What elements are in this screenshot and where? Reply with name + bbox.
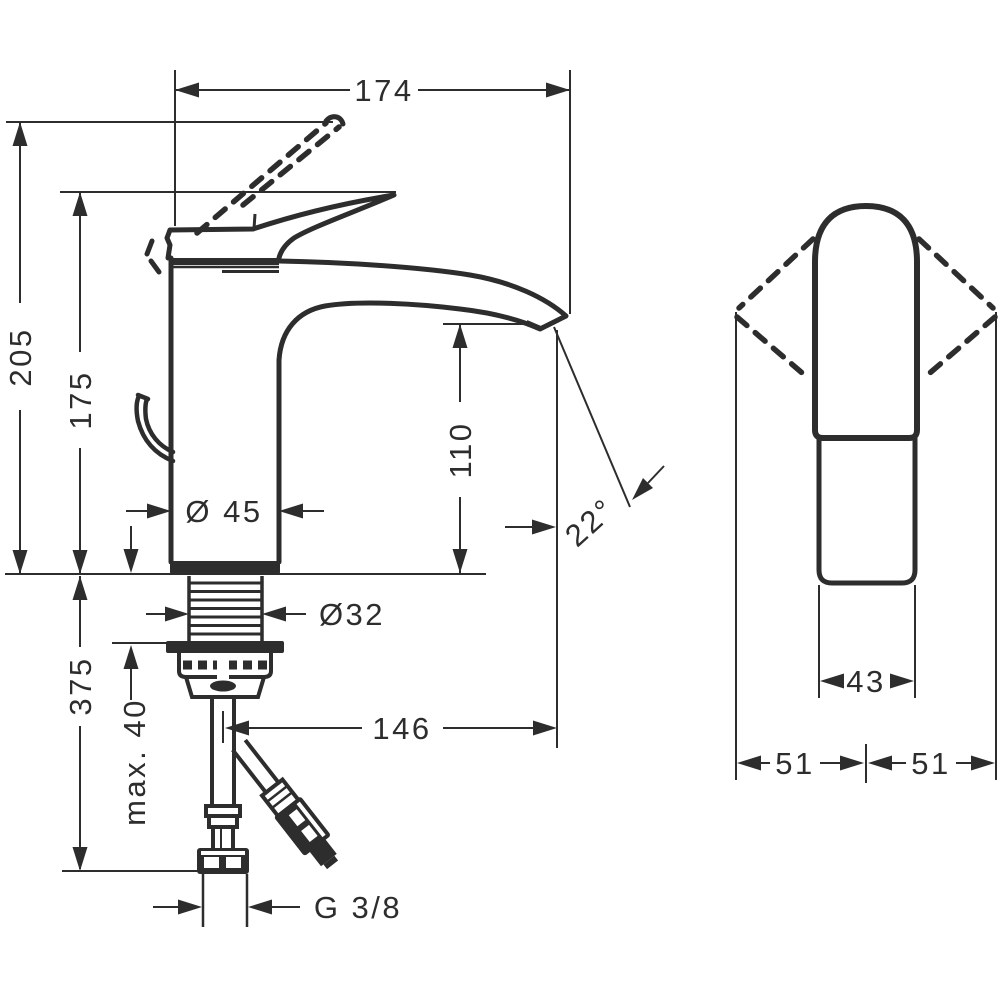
dim-label-g38: G 3/8 xyxy=(314,890,402,925)
dim-174: 174 xyxy=(175,73,570,108)
arrow-146-right xyxy=(533,720,557,736)
arrow-175-bottom xyxy=(72,550,88,574)
arrow-d32-left xyxy=(165,606,189,622)
dim-label-d45: Ø 45 xyxy=(185,494,262,529)
arrow-205-bottom xyxy=(12,550,28,574)
arrow-max40-bottom xyxy=(123,645,139,669)
arrow-175-top xyxy=(72,192,88,216)
lever-blade xyxy=(167,192,397,261)
base-plate xyxy=(170,561,280,574)
arrow-51L-right xyxy=(840,755,864,771)
dim-label-110: 110 xyxy=(443,422,478,479)
side-handle xyxy=(812,203,920,441)
dim-label-43: 43 xyxy=(846,664,885,699)
dim-43: 43 xyxy=(820,664,914,699)
dim-175: 175 xyxy=(63,192,98,574)
dim-label-375: 375 xyxy=(63,656,98,715)
dim-110: 110 xyxy=(443,324,478,573)
arrow-22-diagonal xyxy=(632,478,653,500)
arrow-51R-left xyxy=(868,755,892,771)
arrow-d45-left xyxy=(147,503,171,519)
spout-outline xyxy=(276,258,569,565)
arrow-375-bottom xyxy=(72,847,88,871)
dim-label-22: 22° xyxy=(558,491,622,553)
raised-handle-dashed xyxy=(144,114,346,275)
arrow-g38-right xyxy=(248,899,272,915)
dim-shank-diameter: Ø32 xyxy=(146,597,385,632)
supply-pipe xyxy=(197,697,249,927)
side-body xyxy=(816,435,918,586)
dim-label-205: 205 xyxy=(3,327,38,386)
arrow-146-left xyxy=(225,720,249,736)
dim-375: 375 xyxy=(63,576,98,871)
arrow-51L-left xyxy=(737,755,761,771)
arrow-d45-right xyxy=(279,503,303,519)
front-view-faucet xyxy=(134,114,569,927)
arrow-174-left xyxy=(175,82,199,98)
arrow-max40-top xyxy=(123,549,139,573)
dim-g38: G 3/8 xyxy=(153,890,402,925)
arrow-205-top xyxy=(12,122,28,146)
dim-body-diameter: Ø 45 xyxy=(126,494,324,529)
dim-label-146: 146 xyxy=(372,711,431,746)
dim-label-174: 174 xyxy=(354,73,413,108)
lever-front-tick xyxy=(252,213,257,230)
arrow-174-right xyxy=(546,82,570,98)
dim-label-d32: Ø32 xyxy=(319,597,385,632)
threaded-shank xyxy=(187,576,264,644)
dim-146: 146 xyxy=(225,711,557,746)
side-view-faucet xyxy=(734,203,998,783)
dim-51-left: 51 xyxy=(737,746,864,781)
handle-cap-left-edge xyxy=(164,227,173,261)
mounting-nut xyxy=(166,641,284,699)
reference-lines xyxy=(5,70,571,872)
dim-label-51-left: 51 xyxy=(775,746,814,781)
arrow-43-right xyxy=(890,673,914,689)
dim-label-51-right: 51 xyxy=(911,746,950,781)
arrow-110-top xyxy=(452,324,468,348)
dim-label-max40: max. 40 xyxy=(117,698,152,826)
dim-label-175: 175 xyxy=(63,370,98,429)
arrow-110-bottom xyxy=(452,549,468,573)
flexible-hose xyxy=(231,738,339,870)
handle-swing-dashed xyxy=(734,236,998,381)
arrow-d32-right xyxy=(262,606,286,622)
arrow-51R-right xyxy=(971,755,995,771)
arrow-375-top xyxy=(72,576,88,600)
arrow-22-horizontal xyxy=(532,519,556,535)
arrow-43-left xyxy=(820,673,844,689)
dim-205: 205 xyxy=(3,122,38,574)
angle-reference-line xyxy=(553,326,631,508)
dim-angle-22: 22° xyxy=(505,326,665,553)
dim-max40: max. 40 xyxy=(117,526,152,826)
arrow-g38-left xyxy=(178,899,202,915)
dim-51-right: 51 xyxy=(868,746,995,781)
popup-rod xyxy=(134,392,176,464)
